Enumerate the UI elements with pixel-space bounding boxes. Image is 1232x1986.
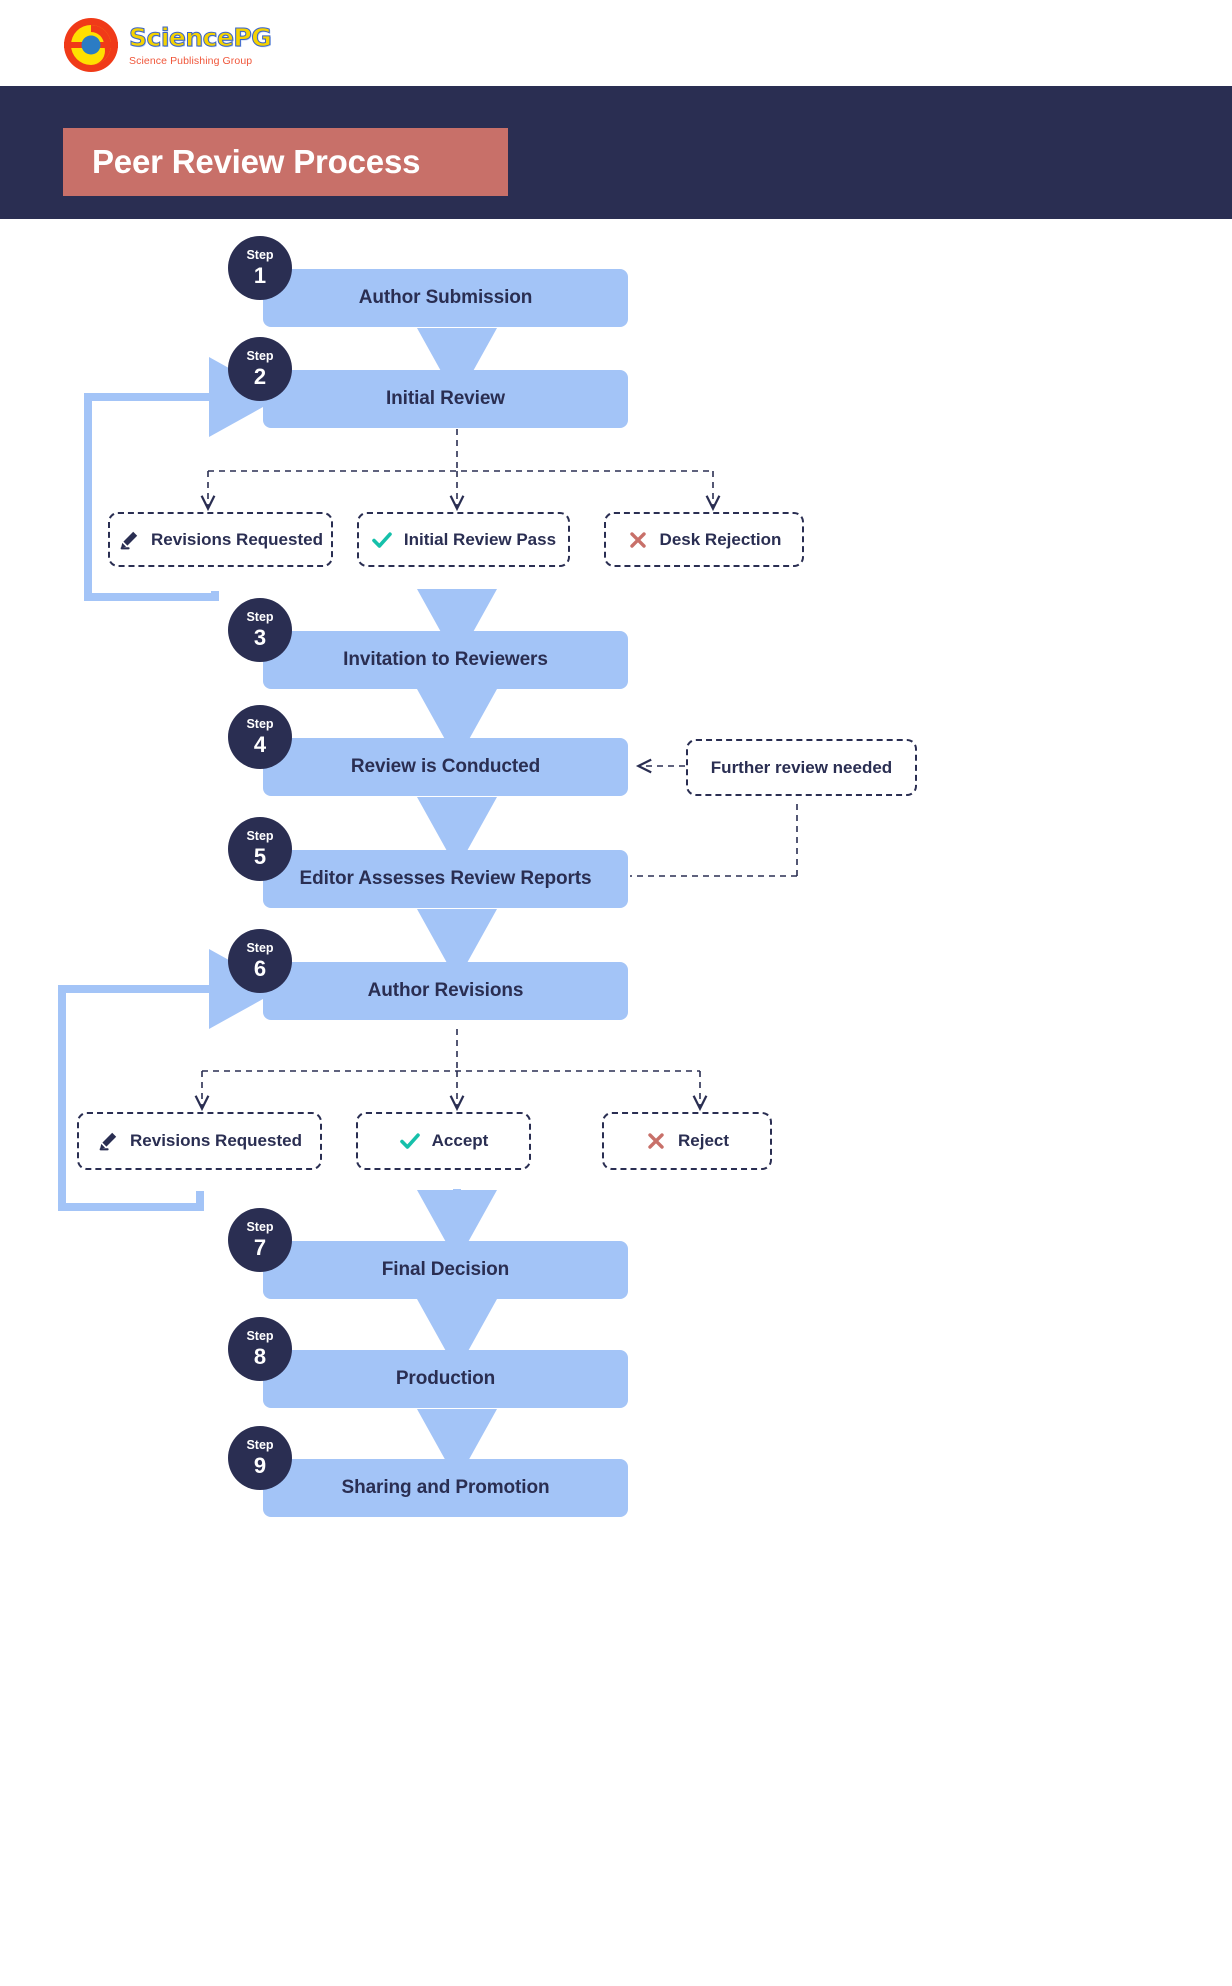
step-badge-label: Step bbox=[246, 349, 274, 364]
process-box-author-revisions[interactable]: Author Revisions bbox=[263, 962, 628, 1020]
process-box-sharing-and-promotion[interactable]: Sharing and Promotion bbox=[263, 1459, 628, 1517]
step-badge-number: 1 bbox=[253, 262, 267, 288]
decision-box-further-review-needed[interactable]: Further review needed bbox=[686, 739, 917, 796]
decision-box-revisions-requested-revision[interactable]: Revisions Requested bbox=[77, 1112, 322, 1170]
step-badge-1: Step 1 bbox=[228, 236, 292, 300]
step-badge-label: Step bbox=[246, 248, 274, 263]
brand-logo: SciencePG Science Publishing Group bbox=[63, 14, 363, 76]
decision-label: Initial Review Pass bbox=[403, 529, 557, 549]
step-badge-2: Step 2 bbox=[228, 337, 292, 401]
peer-review-flowchart: Author Submission Step 1 Initial Review … bbox=[0, 219, 1232, 1986]
step-badge-5: Step 5 bbox=[228, 817, 292, 881]
process-box-production[interactable]: Production bbox=[263, 1350, 628, 1408]
step-badge-6: Step 6 bbox=[228, 929, 292, 993]
decision-label: Accept bbox=[431, 1131, 489, 1150]
flowchart-connectors bbox=[58, 328, 798, 1481]
step-badge-label: Step bbox=[246, 610, 274, 625]
decision-box-reject[interactable]: Reject bbox=[602, 1112, 772, 1170]
process-label: Invitation to Reviewers bbox=[343, 649, 548, 670]
step-badge-9: Step 9 bbox=[228, 1426, 292, 1490]
step-badge-3: Step 3 bbox=[228, 598, 292, 662]
logo-subtitle: Science Publishing Group bbox=[129, 55, 253, 67]
page-title: Peer Review Process bbox=[92, 143, 421, 180]
step-badge-label: Step bbox=[246, 1438, 274, 1453]
pencil-icon bbox=[118, 529, 140, 551]
cross-icon bbox=[645, 1130, 667, 1152]
process-box-initial-review[interactable]: Initial Review bbox=[263, 370, 628, 428]
check-icon bbox=[399, 1130, 421, 1152]
step-badge-number: 4 bbox=[253, 731, 267, 757]
process-label: Final Decision bbox=[381, 1259, 510, 1280]
step-badge-label: Step bbox=[246, 717, 274, 732]
step-badge-number: 2 bbox=[253, 363, 267, 389]
process-label: Editor Assesses Review Reports bbox=[299, 868, 592, 889]
process-box-author-submission[interactable]: Author Submission bbox=[263, 269, 628, 327]
logo-title: SciencePG bbox=[128, 23, 272, 53]
pencil-icon bbox=[97, 1130, 119, 1152]
process-label: Production bbox=[395, 1368, 496, 1389]
step-badge-number: 6 bbox=[253, 955, 267, 981]
decision-label: Desk Rejection bbox=[659, 529, 782, 549]
step-badge-label: Step bbox=[246, 1220, 274, 1235]
step-badge-7: Step 7 bbox=[228, 1208, 292, 1272]
process-box-invitation-to-reviewers[interactable]: Invitation to Reviewers bbox=[263, 631, 628, 689]
step-badge-4: Step 4 bbox=[228, 705, 292, 769]
process-box-editor-assesses-review-reports[interactable]: Editor Assesses Review Reports bbox=[263, 850, 628, 908]
step-badge-number: 8 bbox=[253, 1343, 267, 1369]
step-badge-number: 3 bbox=[253, 624, 267, 650]
process-label: Initial Review bbox=[386, 388, 505, 409]
page-title-banner: Peer Review Process bbox=[63, 128, 508, 196]
decision-box-initial-review-pass[interactable]: Initial Review Pass bbox=[357, 512, 570, 567]
decision-box-revisions-requested-initial[interactable]: Revisions Requested bbox=[108, 512, 333, 567]
process-label: Author Submission bbox=[358, 287, 533, 308]
process-label: Review is Conducted bbox=[350, 756, 541, 777]
decision-label: Revisions Requested bbox=[130, 1131, 302, 1150]
step-badge-number: 5 bbox=[253, 843, 267, 869]
process-label: Author Revisions bbox=[367, 980, 524, 1001]
side-note-label: Further review needed bbox=[710, 757, 893, 777]
step-badge-8: Step 8 bbox=[228, 1317, 292, 1381]
decision-box-desk-rejection[interactable]: Desk Rejection bbox=[604, 512, 804, 567]
process-box-review-is-conducted[interactable]: Review is Conducted bbox=[263, 738, 628, 796]
check-icon bbox=[371, 529, 393, 551]
sciencepg-circles-logo bbox=[63, 17, 119, 73]
step-badge-label: Step bbox=[246, 1329, 274, 1344]
step-badge-label: Step bbox=[246, 829, 274, 844]
process-label: Sharing and Promotion bbox=[341, 1477, 550, 1498]
decision-box-accept[interactable]: Accept bbox=[356, 1112, 531, 1170]
step-badge-number: 7 bbox=[253, 1234, 267, 1260]
decision-label: Reject bbox=[677, 1131, 730, 1150]
decision-label: Revisions Requested bbox=[151, 529, 323, 549]
process-box-final-decision[interactable]: Final Decision bbox=[263, 1241, 628, 1299]
cross-icon bbox=[627, 529, 649, 551]
step-badge-number: 9 bbox=[253, 1452, 267, 1478]
step-badge-label: Step bbox=[246, 941, 274, 956]
